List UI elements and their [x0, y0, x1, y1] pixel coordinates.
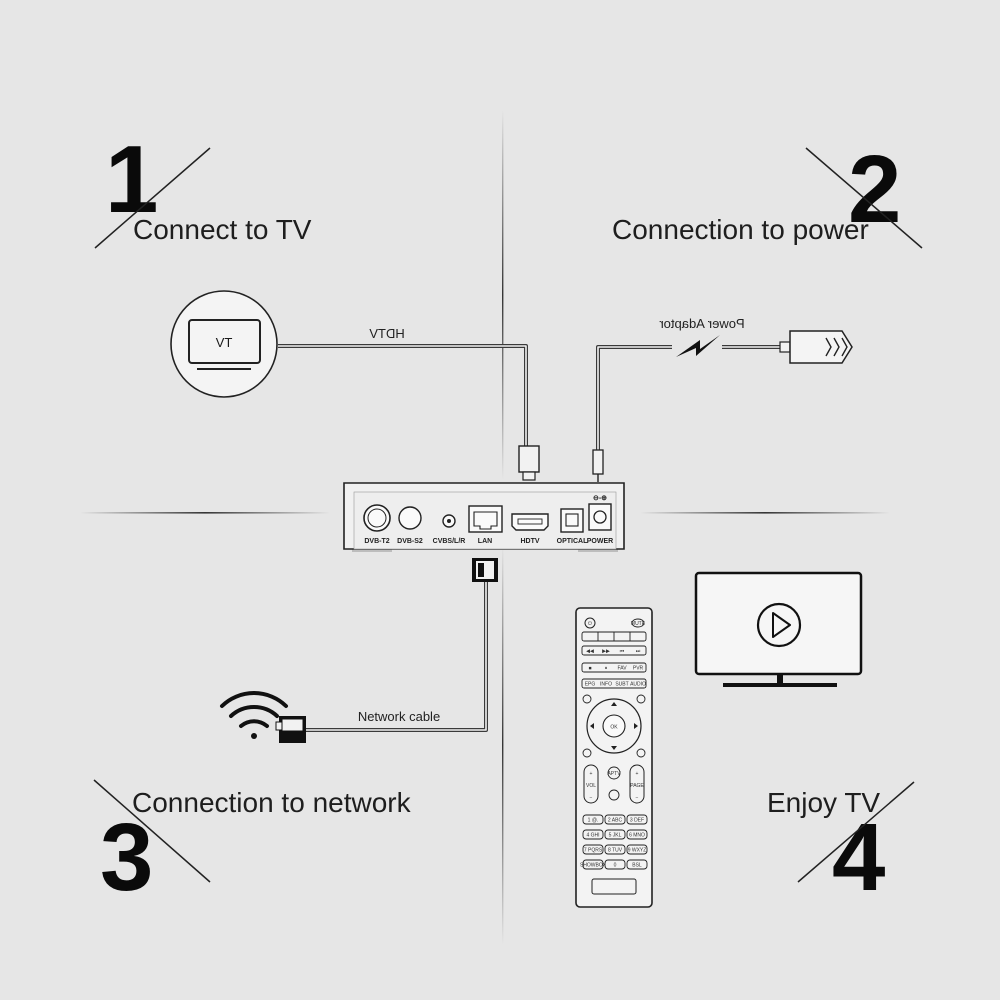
remote-media-row-1: ◀◀ ▶▶ ⏮ ⏭: [581, 645, 647, 656]
remote-media-row-2: ■ ⏸ FAV PVR: [581, 662, 647, 673]
svg-text:+: +: [636, 771, 639, 777]
divider-horizontal-right: [640, 512, 890, 514]
svg-text:8 TUV: 8 TUV: [608, 848, 623, 854]
port-label-optical: OPTICAL: [557, 538, 588, 545]
port-label-power: POWER: [587, 538, 613, 545]
step-1: 1 Connect to TV: [94, 126, 312, 249]
port-label-dvb-t2: DVB-T2: [364, 538, 389, 545]
hdtv-cable: HDTV: [278, 326, 540, 481]
svg-text:VOL: VOL: [586, 783, 596, 789]
step-2-number: 2: [848, 136, 901, 243]
svg-text:PAGE: PAGE: [630, 783, 644, 789]
svg-text:▶▶: ▶▶: [602, 649, 610, 655]
network-cable: Network cable: [275, 558, 498, 743]
step-2-slash: [805, 147, 923, 249]
divider-horizontal-left: [80, 512, 330, 514]
step-4-number: 4: [832, 804, 885, 911]
remote-mute-button: [631, 618, 645, 628]
svg-text:APTV: APTV: [607, 771, 621, 777]
divider-vertical-top: [502, 110, 504, 480]
step-4-slash: [797, 781, 915, 883]
remote-page-rocker: [629, 764, 645, 804]
remote-power-button: [584, 617, 596, 629]
port-label-dvb-s2: DVB-S2: [397, 538, 423, 545]
step-2-label: Connection to power: [612, 214, 869, 245]
svg-text:OK: OK: [610, 725, 618, 731]
svg-text:1 @.: 1 @.: [588, 818, 599, 824]
remote-logo-area: [591, 878, 637, 895]
port-label-cvbs: CVBS/L/R: [433, 538, 466, 545]
step-3-label: Connection to network: [132, 787, 412, 818]
lan-plug: [275, 716, 306, 743]
play-icon: [756, 602, 802, 648]
svg-text:+: +: [590, 771, 593, 777]
network-cable-label: Network cable: [358, 709, 440, 724]
tv-icon-text: TV: [215, 335, 232, 350]
svg-text:⏮: ⏮: [620, 649, 625, 655]
svg-text:PVR: PVR: [633, 666, 644, 672]
svg-text:−: −: [636, 795, 639, 801]
svg-text:INFO: INFO: [600, 682, 612, 688]
svg-text:−: −: [590, 795, 593, 801]
svg-text:⏸: ⏸: [605, 666, 608, 672]
power-cable-label: Power Adaptor: [659, 316, 745, 331]
lightning-icon: [676, 335, 720, 357]
remote-control: ⏻ MUTE ◀◀ ▶▶ ⏮ ⏭ ■ ⏸ FAV PVR EPG INFO: [575, 607, 653, 908]
wifi-icon: [220, 691, 288, 739]
svg-text:6 MNO: 6 MNO: [629, 833, 645, 839]
step-4: 4 Enjoy TV: [767, 781, 915, 911]
step-2: 2 Connection to power: [612, 136, 923, 249]
remote-function-row: EPG INFO SUBT AUDIO: [581, 678, 647, 689]
step-1-slash: [94, 147, 211, 249]
step-4-label: Enjoy TV: [767, 787, 880, 818]
svg-text:⊖-⊕: ⊖-⊕: [593, 495, 607, 502]
port-dvb-s2: [398, 506, 422, 530]
svg-text:9 WXYZ: 9 WXYZ: [628, 848, 647, 854]
svg-text:MUTE: MUTE: [631, 621, 646, 627]
svg-text:SUBT: SUBT: [615, 682, 628, 688]
svg-text:2 ABC: 2 ABC: [608, 818, 623, 824]
tv-icon: TV: [170, 290, 278, 398]
plug-icon: [779, 330, 853, 364]
svg-text:■: ■: [588, 666, 591, 672]
svg-text:AUDIO: AUDIO: [630, 682, 646, 688]
svg-text:FAV: FAV: [617, 666, 627, 672]
remote-ok-button: [602, 714, 626, 738]
remote-numpad: [582, 814, 648, 870]
step-3-slash: [93, 779, 211, 883]
remote-vol-rocker: [583, 764, 599, 804]
step-3: 3 Connection to network: [93, 779, 412, 911]
svg-text:3 DEF: 3 DEF: [630, 818, 644, 824]
svg-text:◀◀: ◀◀: [586, 649, 594, 655]
port-power: [588, 503, 612, 531]
monitor-play-icon: [694, 571, 863, 687]
svg-text:5 JKL: 5 JKL: [609, 833, 622, 839]
port-optical: [560, 508, 584, 533]
svg-text:BSL: BSL: [632, 863, 642, 869]
svg-text:7 PQRS: 7 PQRS: [584, 848, 603, 854]
svg-text:EPG: EPG: [585, 682, 596, 688]
hdtv-cable-label: HDTV: [369, 326, 405, 341]
port-label-lan: LAN: [478, 538, 492, 545]
remote-dpad: [586, 698, 642, 754]
remote-color-keys: [581, 631, 647, 642]
step-1-label: Connect to TV: [133, 214, 312, 245]
power-cable: Power Adaptor: [592, 316, 853, 482]
svg-text:4 GHI: 4 GHI: [586, 833, 599, 839]
divider-vertical-bottom: [502, 545, 504, 945]
set-top-box: ⊖-⊕ DVB-T2 DVB-S2 CVBS/L/R LAN HDTV OPTI…: [343, 482, 625, 552]
svg-text:0: 0: [614, 863, 617, 869]
port-label-hdtv: HDTV: [520, 538, 539, 545]
svg-text:SHOWBOX: SHOWBOX: [580, 863, 607, 869]
svg-text:⏭: ⏭: [636, 649, 641, 655]
port-hdtv: [511, 513, 549, 531]
step-3-number: 3: [100, 804, 153, 911]
svg-text:⏻: ⏻: [588, 621, 592, 627]
